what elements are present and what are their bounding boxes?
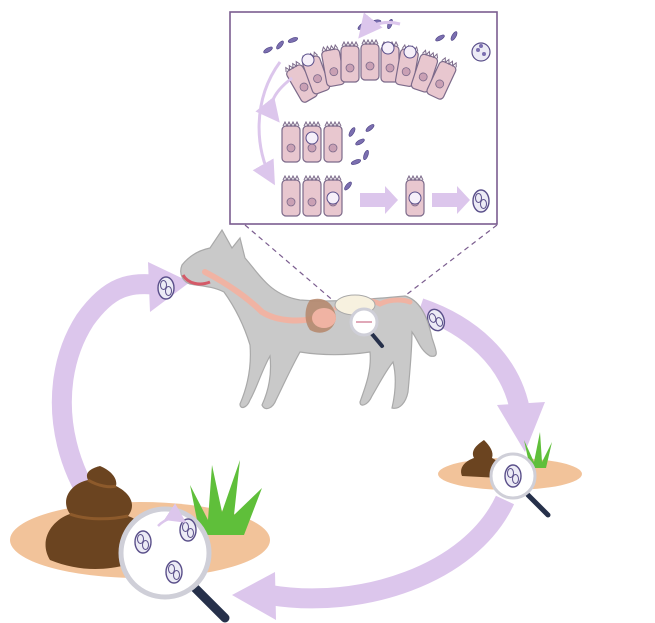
sporulating-oocyst-icon — [135, 531, 151, 553]
schizont-icon — [472, 43, 490, 61]
oocyst-icon — [158, 277, 174, 299]
dog-host-icon — [181, 230, 437, 409]
sporulated-oocyst-icon — [166, 561, 182, 583]
cycle-arrowhead-bottom — [232, 572, 276, 620]
unsporulated-oocyst-icon — [473, 190, 489, 212]
epithelium-lower-row — [282, 176, 353, 216]
intestinal-stage-inset — [230, 12, 497, 224]
cycle-arrow-bottom — [270, 500, 505, 598]
feces-large-scene — [10, 460, 270, 618]
dog-stomach — [312, 308, 336, 328]
sporulated-oocyst-icon — [180, 519, 196, 541]
